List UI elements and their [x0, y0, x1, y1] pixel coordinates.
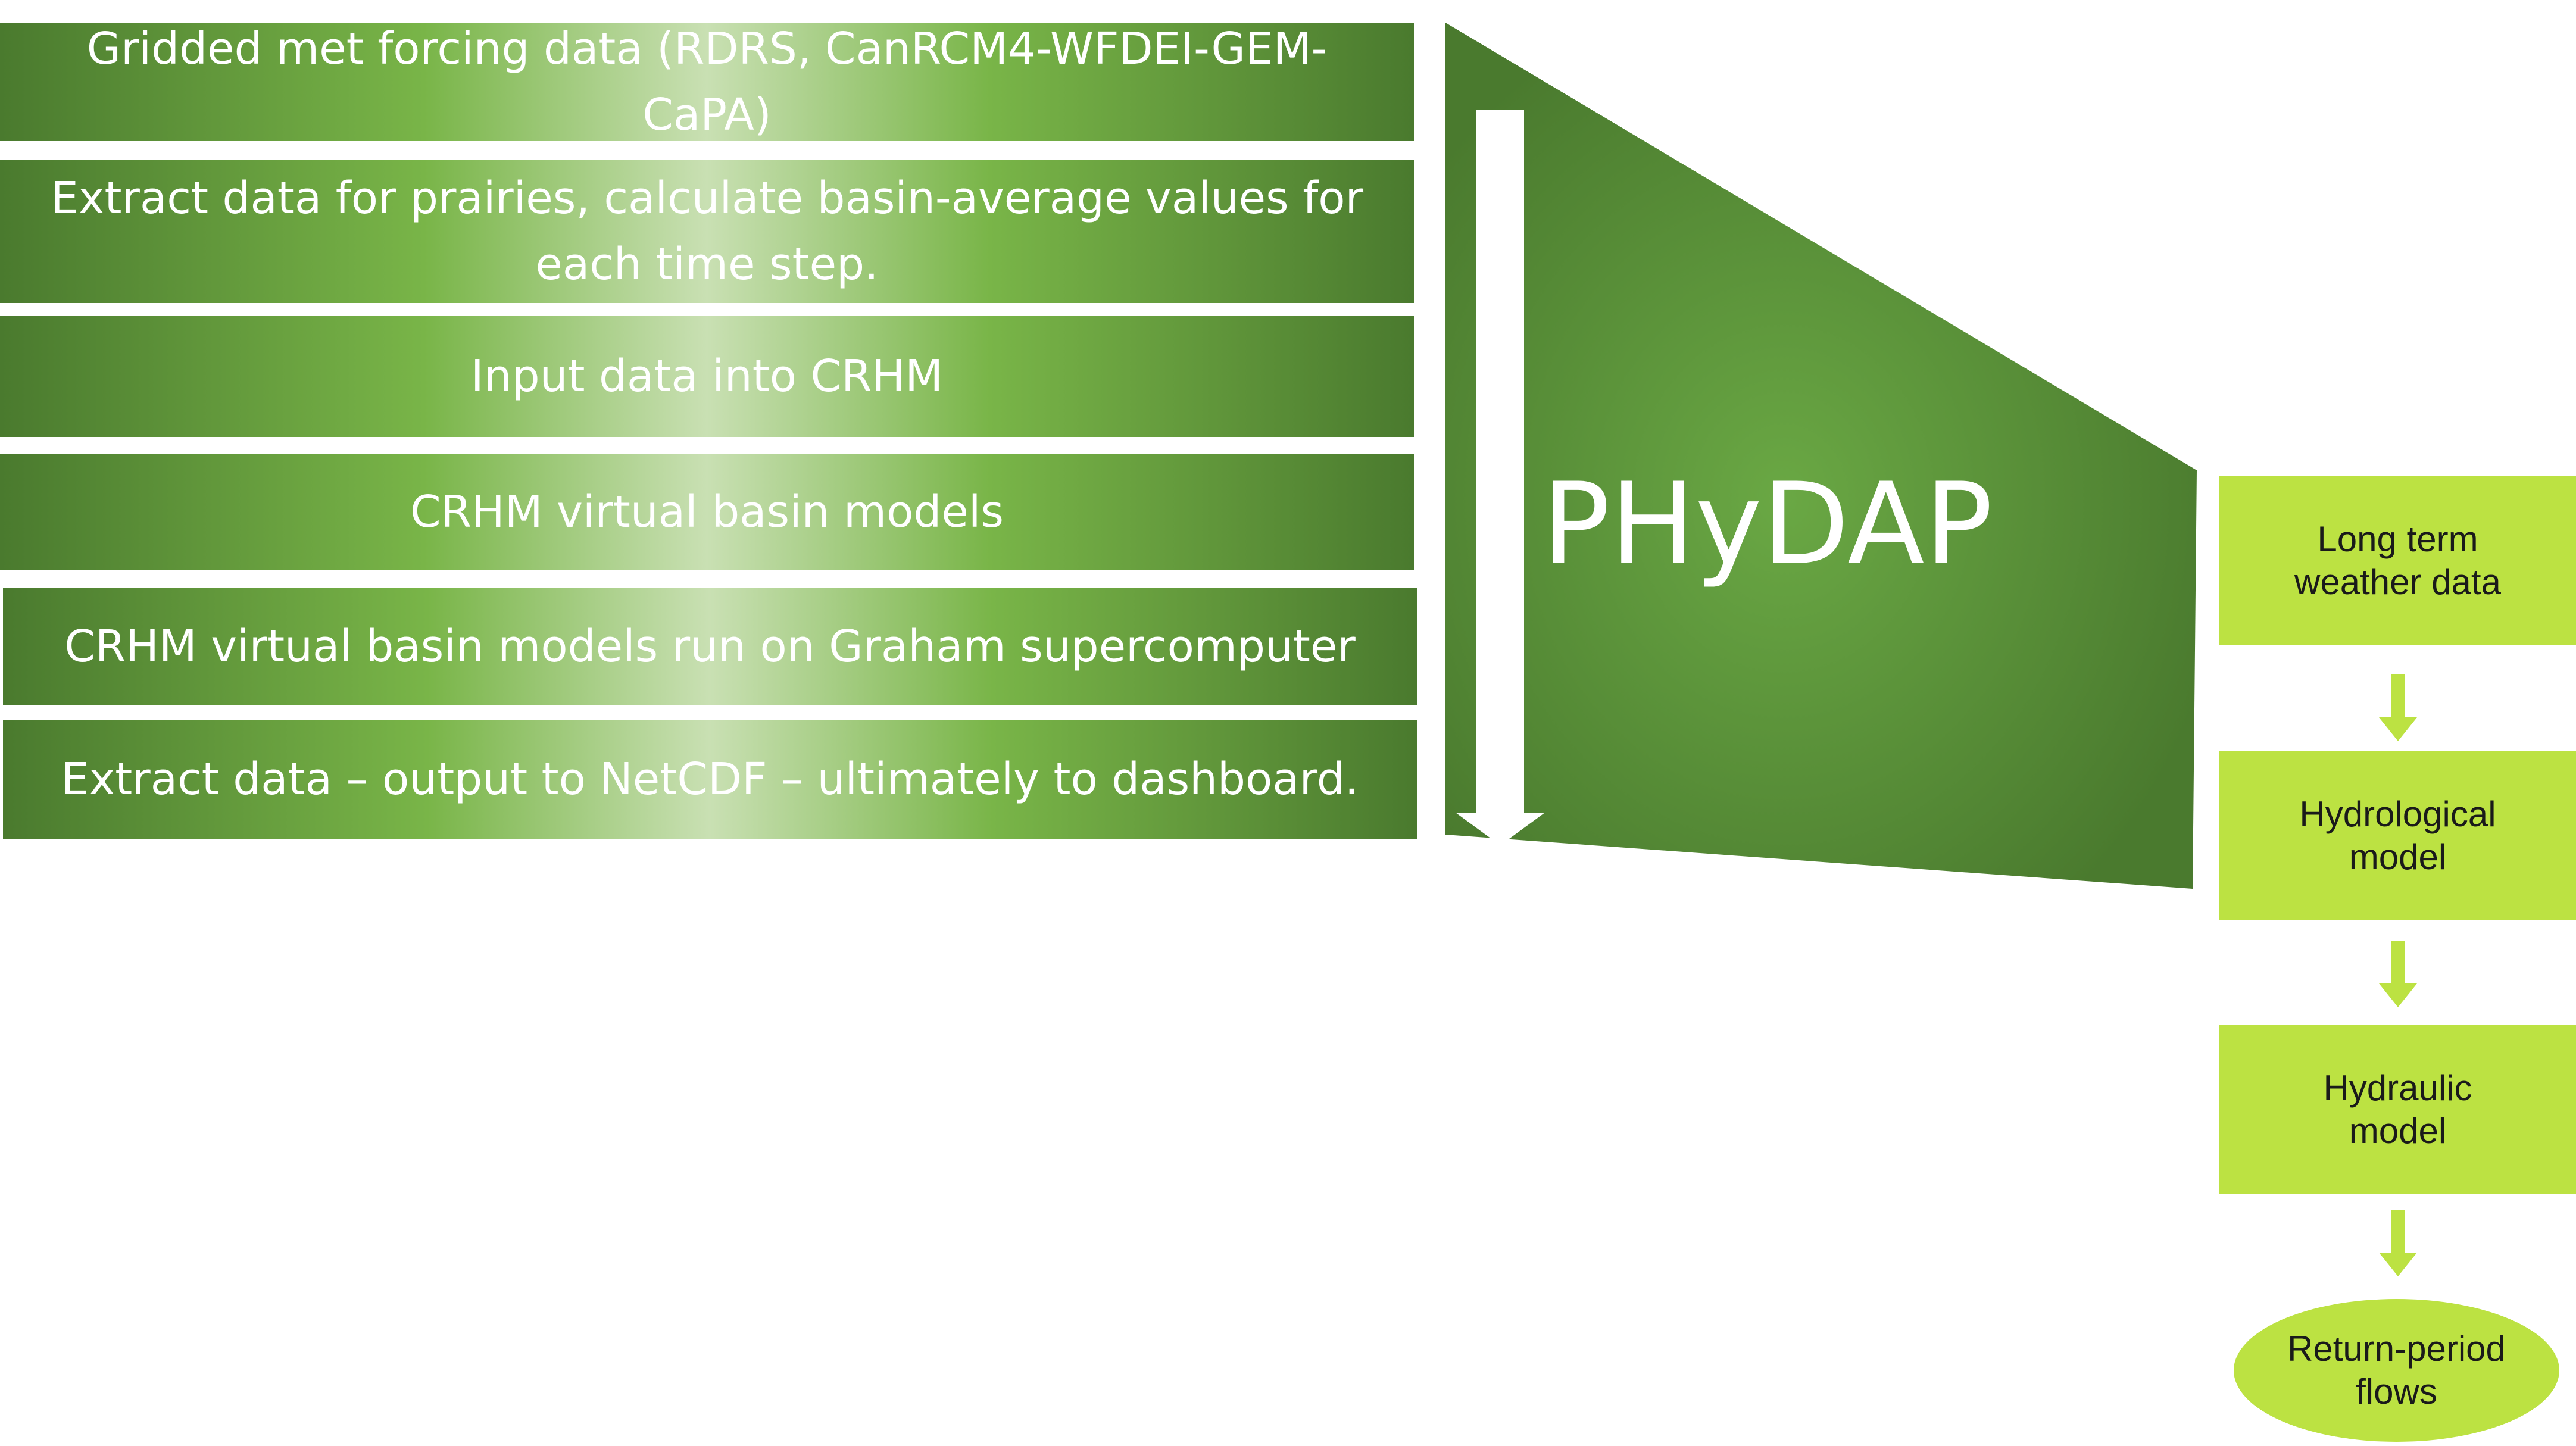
- arrow-down-icon: [2379, 941, 2417, 1007]
- step-label: CRHM virtual basin models: [410, 486, 1004, 538]
- step-crhm-graham: CRHM virtual basin models run on Graham …: [3, 588, 1417, 705]
- box-label: Hydraulic model: [2323, 1067, 2472, 1151]
- step-input-crhm: Input data into CRHM: [0, 316, 1414, 437]
- step-label: Input data into CRHM: [470, 350, 944, 402]
- box-hydraulic-model: Hydraulic model: [2219, 1025, 2576, 1194]
- step-extract-prairies: Extract data for prairies, calculate bas…: [0, 160, 1414, 303]
- phydap-title: PHyDAP: [1542, 458, 1993, 590]
- box-hydrological-model: Hydrological model: [2219, 751, 2576, 920]
- step-label: Extract data for prairies, calculate bas…: [50, 172, 1364, 290]
- down-arrow-icon: [1456, 110, 1545, 845]
- arrow-down-icon: [2379, 674, 2417, 741]
- funnel-shape: [1445, 23, 2197, 889]
- step-label: Gridded met forcing data (RDRS, CanRCM4-…: [86, 23, 1328, 140]
- step-crhm-virtual-basin: CRHM virtual basin models: [0, 454, 1414, 570]
- box-long-term-weather: Long term weather data: [2219, 476, 2576, 645]
- box-label: Long term weather data: [2294, 519, 2501, 602]
- step-extract-netcdf: Extract data – output to NetCDF – ultima…: [3, 720, 1417, 839]
- box-label: Hydrological model: [2299, 794, 2496, 877]
- oval-return-period-flows: Return-period flows: [2234, 1299, 2559, 1442]
- step-label: CRHM virtual basin models run on Graham …: [64, 620, 1356, 672]
- step-label: Extract data – output to NetCDF – ultima…: [61, 754, 1359, 805]
- step-gridded-met-forcing: Gridded met forcing data (RDRS, CanRCM4-…: [0, 23, 1414, 141]
- oval-label: Return-period flows: [2287, 1329, 2506, 1411]
- arrow-down-icon: [2379, 1210, 2417, 1276]
